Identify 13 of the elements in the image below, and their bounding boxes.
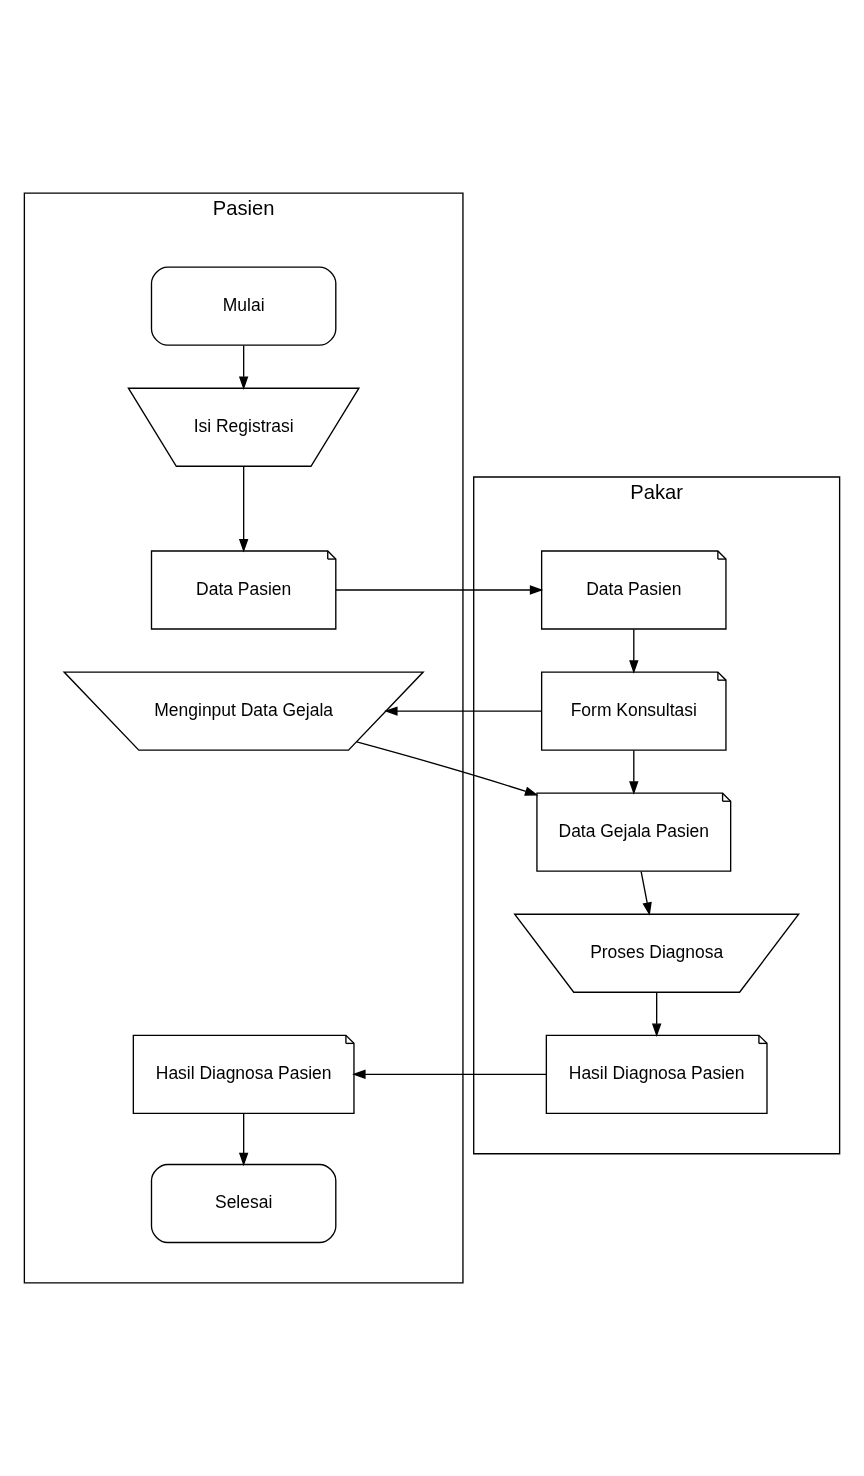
arrow bbox=[335, 585, 544, 595]
node-box: Mulai bbox=[150, 266, 337, 346]
arrow bbox=[629, 628, 639, 674]
node-box: Selesai bbox=[150, 1163, 337, 1244]
arrow bbox=[629, 749, 639, 795]
arrow bbox=[352, 1069, 547, 1080]
arrow bbox=[640, 870, 652, 916]
arrow bbox=[238, 1112, 249, 1167]
arrow bbox=[238, 344, 249, 390]
arrow bbox=[356, 741, 539, 796]
arrow bbox=[384, 706, 543, 716]
arrow bbox=[238, 465, 249, 553]
arrow bbox=[651, 992, 662, 1037]
